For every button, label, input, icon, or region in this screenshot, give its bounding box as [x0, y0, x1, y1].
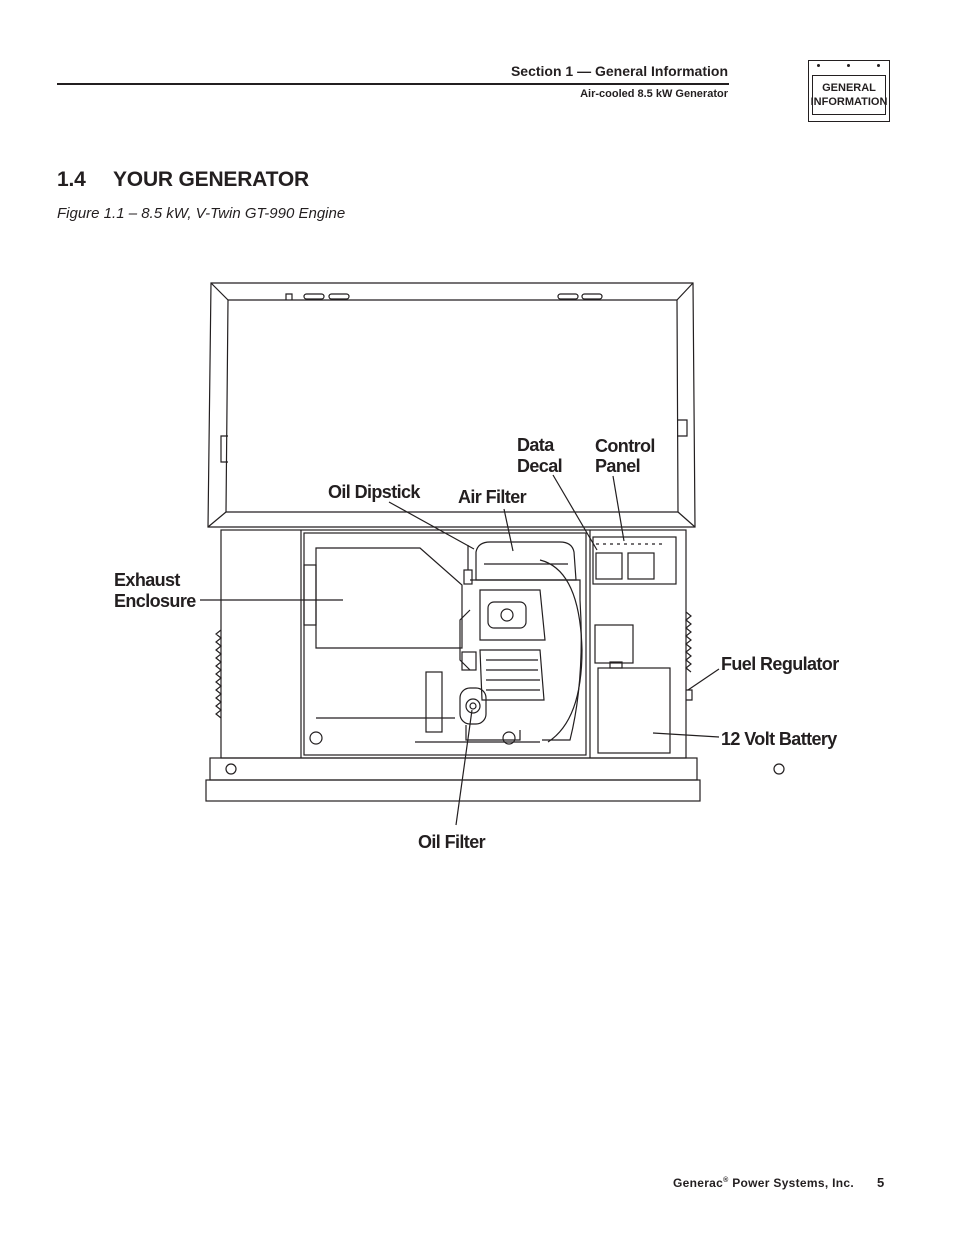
callout-labels: Data Decal Control Panel Oil Dipstick Ai… — [114, 435, 840, 852]
control-section — [592, 536, 693, 754]
exhaust-enclosure — [303, 547, 463, 733]
label-data-decal-line2: Decal — [517, 456, 562, 476]
tab-label-line2: INFORMATION — [810, 96, 888, 108]
page-number: 5 — [877, 1175, 885, 1190]
registered-mark: ® — [723, 1177, 729, 1184]
section-heading: 1.4 YOUR GENERATOR — [57, 168, 309, 192]
tab-dot — [847, 64, 850, 67]
label-control-panel-line2: Panel — [595, 456, 640, 476]
heading-text: YOUR GENERATOR — [113, 168, 309, 191]
label-exhaust-enclosure-line2: Enclosure — [114, 591, 196, 611]
enclosure-lid — [207, 282, 696, 528]
heading-number: 1.4 — [57, 168, 86, 191]
label-oil-filter: Oil Filter — [418, 832, 486, 852]
figure-caption: Figure 1.1 – 8.5 kW, V-Twin GT-990 Engin… — [57, 205, 346, 222]
tab-label-line1: GENERAL — [822, 82, 876, 94]
header-rule — [57, 83, 729, 85]
tab-label: GENERAL INFORMATION — [810, 75, 888, 115]
label-battery: 12 Volt Battery — [721, 729, 837, 749]
section-title: Section 1 — General Information — [510, 63, 728, 79]
enclosure-base — [205, 731, 785, 802]
leader-lines — [200, 474, 720, 826]
label-data-decal-line1: Data — [517, 435, 555, 455]
label-fuel-regulator: Fuel Regulator — [721, 654, 839, 674]
footer-company-name: Generac — [673, 1176, 724, 1190]
label-oil-dipstick: Oil Dipstick — [328, 482, 421, 502]
enclosure-body — [215, 529, 692, 759]
footer-company: Generac® Power Systems, Inc. — [673, 1176, 854, 1190]
label-air-filter: Air Filter — [458, 487, 527, 507]
section-subtitle: Air-cooled 8.5 kW Generator — [580, 88, 728, 100]
engine — [415, 541, 583, 743]
tab-dot — [877, 64, 880, 67]
label-exhaust-enclosure-line1: Exhaust — [114, 570, 180, 590]
tab-dot — [817, 64, 820, 67]
section-tab-badge: GENERAL INFORMATION — [808, 60, 890, 122]
footer-company-suffix: Power Systems, Inc. — [728, 1176, 854, 1190]
label-control-panel-line1: Control — [595, 436, 655, 456]
